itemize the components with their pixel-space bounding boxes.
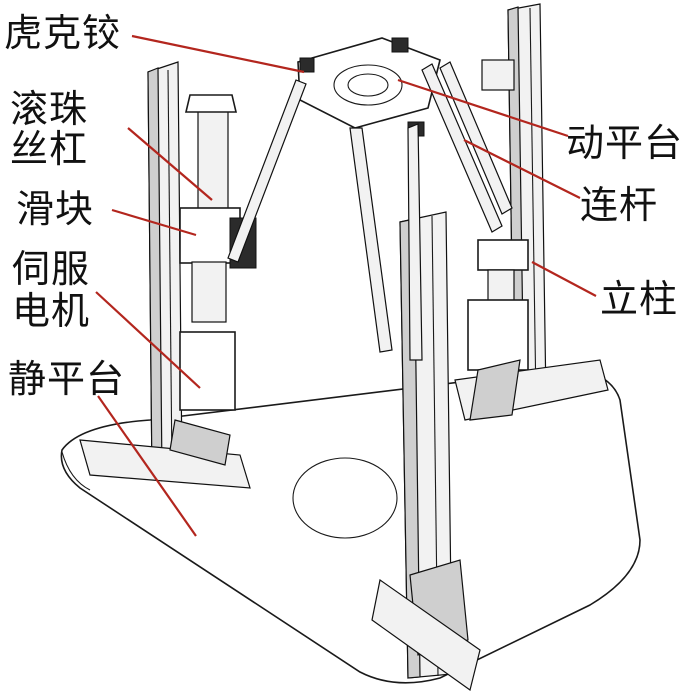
label-link-rod: 连杆: [580, 183, 659, 227]
leader-ball-screw: [127, 127, 213, 201]
leader-slider: [111, 208, 197, 237]
leader-servo-motor: [95, 291, 201, 389]
label-ball-screw-line2: 丝杠: [10, 127, 89, 171]
front-column: [371, 211, 481, 692]
label-slider: 滑块: [16, 187, 95, 231]
right-column: [454, 3, 609, 421]
label-moving-platform: 动平台: [566, 121, 684, 165]
leader-static-platform: [97, 395, 197, 537]
label-ball-screw-line1: 滚珠: [10, 87, 89, 131]
label-servo-motor-line2: 电机: [12, 289, 91, 333]
leader-moving-platform: [397, 78, 569, 138]
leader-hooke-joint: [131, 34, 305, 74]
leader-lines: [95, 34, 597, 537]
leader-column: [531, 261, 597, 297]
leader-link-rod: [463, 139, 581, 199]
base-center-hole: [292, 457, 398, 539]
static-platform-plate: [60, 367, 641, 684]
label-hooke-joint: 虎克铰: [4, 11, 122, 55]
label-static-platform: 静平台: [8, 357, 126, 401]
label-column: 立柱: [600, 277, 679, 321]
label-servo-motor-line1: 伺服: [12, 247, 91, 291]
moving-platform: [297, 37, 441, 129]
